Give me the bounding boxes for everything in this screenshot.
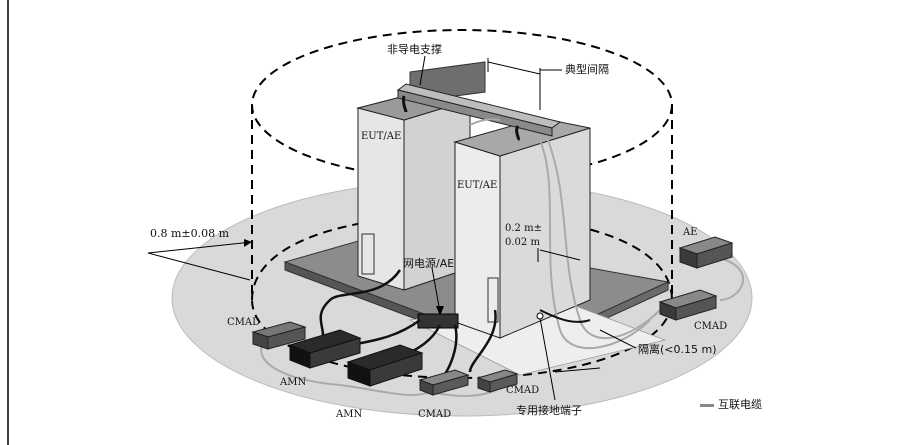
eut-right-front — [454, 141, 501, 339]
top-cable-right — [515, 125, 520, 142]
eut-left-door — [361, 233, 375, 275]
ground-cable — [539, 309, 591, 323]
cmad-right-box-side — [675, 295, 717, 321]
label-non-conductive-support: 非导电支撑 — [387, 43, 442, 56]
support-leader — [419, 55, 426, 86]
legend-interconnect-cable: 互联电缆 — [718, 398, 762, 411]
dim-08-arrow — [244, 239, 252, 247]
isolation-leader — [599, 329, 637, 349]
label-cmad-bottom-b: CMAD — [506, 385, 540, 396]
label-distance-02-a: 0.2 m± — [505, 223, 542, 234]
ground-terminal — [536, 312, 544, 320]
label-ae-right: AE — [683, 227, 698, 238]
label-eut-ae-right: EUT/AE — [457, 180, 498, 191]
cmad-left-box-side — [267, 326, 306, 350]
cmad-bottom-a-side — [432, 374, 469, 396]
label-eut-ae-left: EUT/AE — [361, 131, 402, 142]
amn-box-2-side — [369, 352, 423, 387]
ground-terminal-leader — [539, 317, 556, 401]
top-cable-left — [401, 95, 408, 113]
mains-arrow-head — [436, 306, 444, 316]
label-mains-ae: 网电源/AE — [403, 257, 455, 270]
support-beam-face — [397, 89, 553, 137]
power-cable-4 — [468, 309, 497, 373]
eut-right-door — [487, 277, 499, 323]
interconnect-cable-1 — [539, 139, 651, 350]
interconnect-cable-2 — [547, 139, 661, 339]
dim-08-ext — [147, 252, 251, 281]
isolation-leader-2 — [554, 367, 601, 373]
amn-box-1-side — [309, 337, 361, 369]
light-cable-cmad-left — [260, 339, 431, 396]
label-amn-b: AMN — [336, 409, 363, 420]
label-distance-02-b: 0.02 m — [505, 237, 540, 248]
cmad-bottom-b-side — [489, 373, 518, 393]
label-typical-spacing: 典型间隔 — [565, 63, 609, 76]
mains-arrow-line — [431, 267, 441, 313]
dim-02-line — [539, 249, 581, 261]
label-amn-a: AMN — [280, 377, 307, 388]
label-distance-08: 0.8 m±0.08 m — [150, 227, 230, 240]
ae-right-box-side — [696, 242, 733, 269]
spacing-dim-line — [487, 61, 541, 75]
dim-08-line — [147, 241, 253, 254]
label-cmad-right: CMAD — [694, 321, 728, 332]
interconnect-cable-3 — [469, 118, 501, 126]
label-ground-terminal: 专用接地端子 — [516, 404, 582, 417]
label-cmad-left: CMAD — [227, 317, 261, 328]
label-cmad-bottom-a: CMAD — [418, 409, 452, 420]
label-isolation: 隔离(<0.15 m) — [638, 343, 717, 356]
mains-ae-box — [417, 313, 459, 329]
light-cable-ae-right — [719, 257, 745, 301]
power-cable-1 — [318, 269, 402, 346]
legend-cable-swatch — [700, 404, 714, 407]
